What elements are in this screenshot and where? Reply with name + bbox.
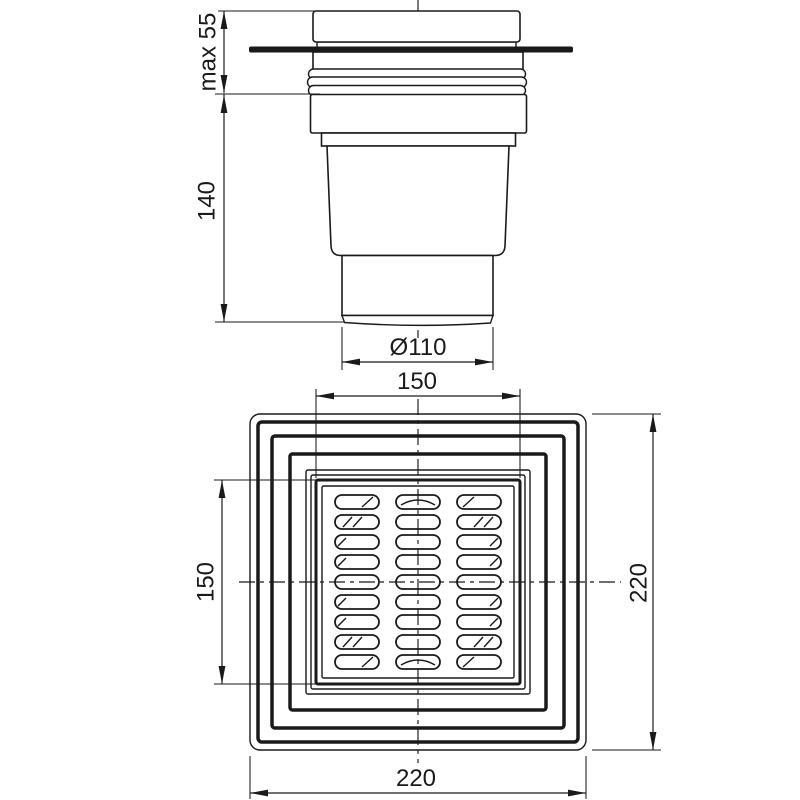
- dimension-220-right: 220: [592, 413, 661, 751]
- arrowhead-up: [220, 11, 228, 29]
- arrowhead-down: [220, 304, 228, 322]
- dimension-140: 140: [193, 94, 345, 323]
- slot-highlight-mark: [342, 636, 363, 648]
- dim-label-grate-width: 150: [397, 368, 437, 395]
- grate-slot: [456, 494, 502, 510]
- arrowhead-up: [218, 480, 226, 498]
- dimension-150-left: 150: [192, 479, 350, 685]
- corrugated-rings: [306, 68, 528, 97]
- drain-neck: [312, 51, 524, 72]
- arrowhead-right: [475, 358, 493, 366]
- dim-label-frame-height: 220: [625, 563, 652, 603]
- slot-highlight-mark: [337, 617, 347, 627]
- slot-highlight-mark: [462, 496, 475, 508]
- plan-view: [239, 399, 621, 763]
- dimension-max55: max 55: [194, 10, 320, 95]
- arrowhead-down: [649, 732, 657, 750]
- slot-highlight-mark: [337, 537, 347, 547]
- arrowhead-down: [220, 75, 228, 93]
- floor-flange: [249, 46, 573, 53]
- arrowhead-down: [218, 666, 226, 684]
- slot-highlight-mark: [337, 557, 347, 567]
- drain-body: [326, 145, 510, 257]
- slot-highlight-mark: [342, 516, 363, 528]
- slot-highlight-mark: [473, 636, 494, 648]
- drain-collar: [309, 93, 528, 134]
- slot-highlight-mark: [489, 557, 499, 567]
- dimension-220-bottom: 220: [249, 756, 587, 799]
- slot-highlight-mark: [337, 597, 347, 607]
- outlet-pipe-end: [341, 314, 494, 327]
- outlet-pipe: [341, 254, 494, 317]
- slot-highlight-mark: [361, 656, 374, 668]
- arrowhead-left: [342, 358, 360, 366]
- dim-label-body-height: 140: [193, 181, 220, 221]
- arrowhead-up: [220, 95, 228, 113]
- dimension-outlet-diameter: Ø110: [341, 327, 494, 370]
- arrowhead-right: [568, 789, 586, 797]
- grate-slot: [456, 654, 502, 670]
- slot-highlight-mark: [462, 656, 475, 668]
- slot-highlight-mark: [489, 597, 499, 607]
- dimension-150-top: 150: [315, 368, 521, 478]
- arrowhead-right: [502, 392, 520, 400]
- dim-label-top-height: max 55: [194, 13, 221, 92]
- slot-highlight-mark: [361, 496, 374, 508]
- dim-label-outlet-diameter: Ø110: [390, 334, 447, 361]
- arrowhead-left: [316, 392, 334, 400]
- drain-step: [320, 132, 517, 147]
- slot-highlight-mark: [473, 516, 494, 528]
- grate-frame-elevation: [312, 10, 521, 43]
- side-view: [249, 0, 573, 338]
- arrowhead-up: [649, 414, 657, 432]
- arrowhead-left: [250, 789, 268, 797]
- dim-label-frame-width: 220: [396, 765, 436, 792]
- grate-slot: [334, 494, 380, 510]
- dim-label-grate-height: 150: [192, 562, 219, 602]
- grate-slot: [334, 654, 380, 670]
- slot-highlight-mark: [489, 617, 499, 627]
- slot-highlight-mark: [489, 537, 499, 547]
